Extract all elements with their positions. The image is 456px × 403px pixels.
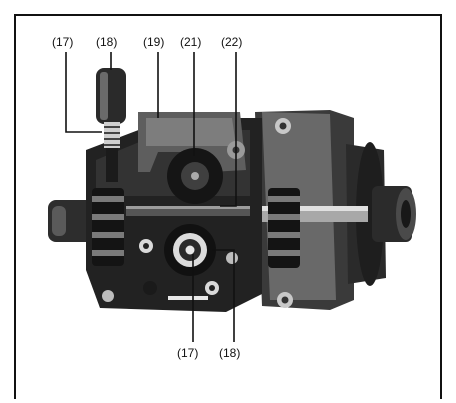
- callout-top-19: (19): [143, 35, 164, 49]
- callouts-top: (17) (18) (19) (21) (22): [52, 35, 242, 49]
- callout-top-22: (22): [221, 35, 242, 49]
- callout-top-21: (21): [180, 35, 201, 49]
- figure-frame: [14, 14, 442, 399]
- leader-lines: [65, 52, 237, 342]
- leader-top-22: [220, 52, 237, 207]
- leader-top-17: [65, 52, 102, 133]
- leader-bottom-18: [212, 249, 235, 342]
- callout-bottom-18: (18): [219, 346, 240, 360]
- callout-top-17: (17): [52, 35, 73, 49]
- callouts-bottom: (17) (18): [177, 346, 240, 360]
- wire-feeder-illustration: [48, 68, 416, 312]
- callout-bottom-17: (17): [177, 346, 198, 360]
- callout-top-18: (18): [96, 35, 117, 49]
